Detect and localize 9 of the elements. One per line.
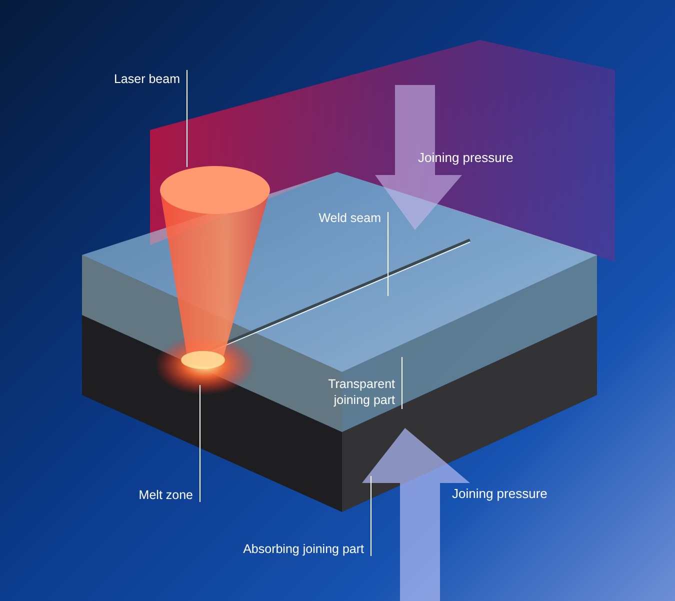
arrow-label: Joining pressure xyxy=(418,150,514,166)
callout-label: Weld seam xyxy=(308,209,388,227)
callout-label: Transparent joining part xyxy=(312,373,402,411)
callout-label: Laser beam xyxy=(92,70,187,88)
callout-label: Absorbing joining part xyxy=(221,540,371,558)
leader-line xyxy=(186,70,188,168)
leader-line xyxy=(370,476,372,556)
arrow-label: Joining pressure xyxy=(452,486,548,502)
callout-label: Melt zone xyxy=(120,486,200,504)
